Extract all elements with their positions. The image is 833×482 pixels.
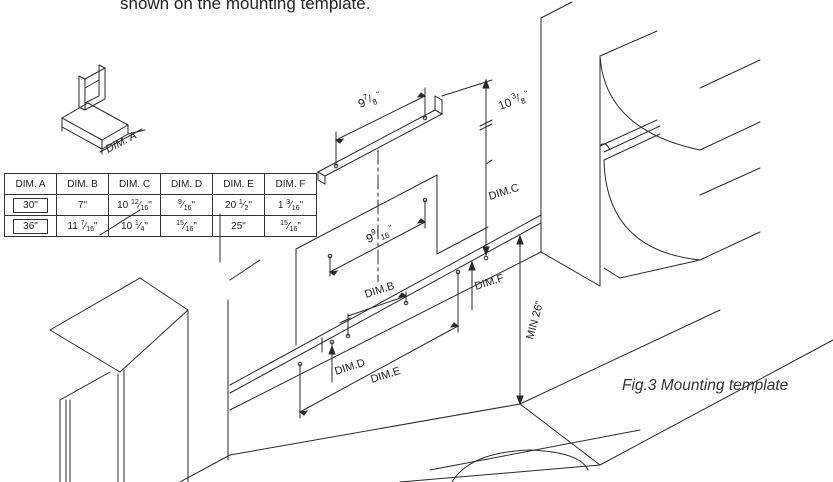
table-row: 36" 11 7⁄16" 10 1⁄4" 15⁄16" 25" 15⁄16" xyxy=(4,215,317,237)
dimension-b xyxy=(339,291,409,339)
dimension-f xyxy=(455,255,489,311)
dim-e-label: DIM.E xyxy=(369,365,402,386)
intro-text: shown on the mounting template. xyxy=(120,0,371,13)
min26-label: MIN 26" xyxy=(524,300,546,341)
dim-a-label: DIM. A xyxy=(104,129,139,155)
table-header: DIM. E xyxy=(212,173,265,195)
dimension-top-width xyxy=(334,87,427,167)
wall-cabinet xyxy=(540,1,761,287)
top-height-label: 103/8" xyxy=(496,87,532,114)
table-cell: 9⁄16" xyxy=(160,194,213,216)
table-cell: 36" xyxy=(4,215,57,237)
dimension-table: DIM. A DIM. B DIM. C DIM. D DIM. E DIM. … xyxy=(4,173,317,237)
mounting-bracket xyxy=(316,95,444,283)
dim-a-box-icon xyxy=(60,64,146,155)
table-cell: 1 3⁄16" xyxy=(264,194,317,216)
table-cell: 7" xyxy=(56,194,109,216)
base-cabinet-left xyxy=(49,277,189,482)
dim-c-label: DIM.C xyxy=(487,182,520,203)
table-row: 30" 7" 10 12⁄16" 9⁄16" 20 1⁄2" 1 3⁄16" xyxy=(4,194,317,216)
table-cell: 30" xyxy=(4,194,57,216)
table-header: DIM. A xyxy=(4,173,57,195)
dim-d-label: DIM.D xyxy=(333,357,366,378)
table-cell: 11 7⁄16" xyxy=(56,215,109,237)
table-cell: 10 1⁄4" xyxy=(108,215,161,237)
table-header: DIM. C xyxy=(108,173,161,195)
dimension-e xyxy=(297,271,460,419)
dimension-d xyxy=(321,337,336,383)
top-width-label: 97/8" xyxy=(356,88,384,112)
table-header: DIM. B xyxy=(56,173,109,195)
template-outline xyxy=(229,174,542,394)
table-cell: 20 1⁄2" xyxy=(212,194,265,216)
figure-caption: Fig.3 Mounting template xyxy=(622,377,789,394)
dimension-min26 xyxy=(516,234,524,406)
dim-b-label: DIM.B xyxy=(363,280,396,301)
mid-width-label: 99/16" xyxy=(364,221,396,246)
dim-f-label: DIM.F xyxy=(473,272,505,293)
table-cell: 15⁄16" xyxy=(264,215,317,237)
table-header: DIM. D xyxy=(160,173,213,195)
dimension-mid-width xyxy=(327,197,428,277)
table-header: DIM. F xyxy=(264,173,317,195)
table-cell: 15⁄16" xyxy=(160,215,213,237)
table-cell: 10 12⁄16" xyxy=(108,194,161,216)
table-header-row: DIM. A DIM. B DIM. C DIM. D DIM. E DIM. … xyxy=(4,173,317,195)
table-cell: 25" xyxy=(212,215,265,237)
